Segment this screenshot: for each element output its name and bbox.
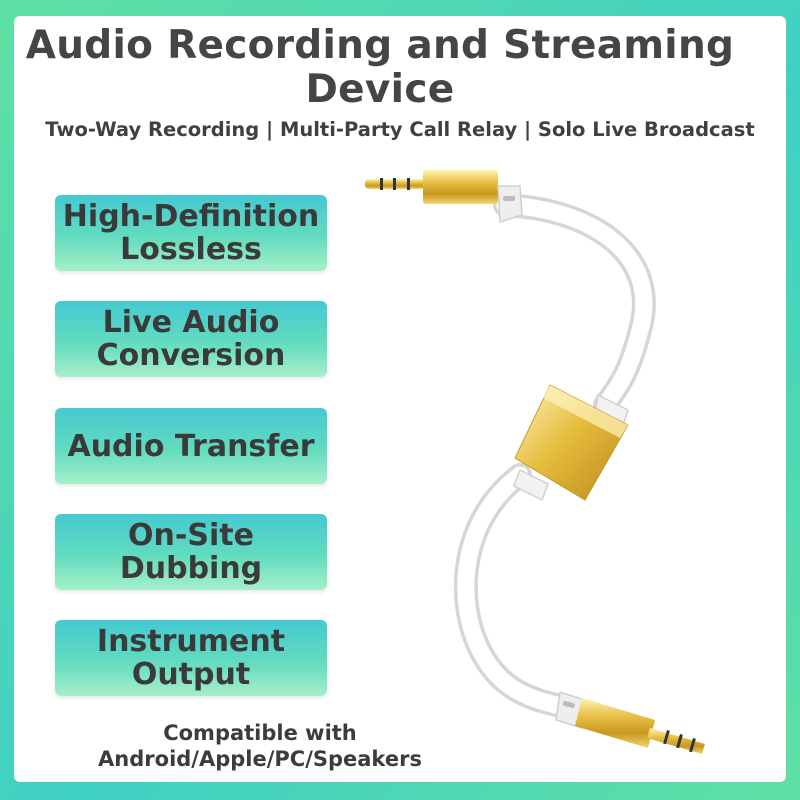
compat-line-2: Android/Apple/PC/Speakers [98, 747, 422, 771]
top-audio-jack [365, 170, 523, 224]
feature-label: Live Audio Conversion [96, 305, 286, 373]
feature-label: High-Definition Lossless [62, 199, 320, 267]
subtitle: Two-Way Recording | Multi-Party Call Rel… [45, 118, 755, 141]
bottom-audio-jack [555, 691, 705, 754]
feature-badge-dubbing: On-Site Dubbing [55, 514, 327, 590]
feature-badge-instrument: Instrument Output [55, 620, 327, 696]
feature-label: Audio Transfer [67, 428, 315, 464]
feature-label: On-Site Dubbing [119, 518, 263, 586]
title-line-1: Audio Recording and Streaming [25, 23, 735, 68]
title-line-2: Device [305, 67, 455, 112]
feature-badge-transfer: Audio Transfer [55, 408, 327, 484]
feature-badge-hd: High-Definition Lossless [55, 195, 327, 271]
compat-line-1: Compatible with [163, 721, 357, 745]
adapter-box [513, 384, 629, 502]
feature-label: Instrument Output [96, 624, 286, 692]
page-title: Audio Recording and Streaming Device [0, 24, 760, 112]
feature-badge-live: Live Audio Conversion [55, 301, 327, 377]
compatibility-note: Compatible with Android/Apple/PC/Speaker… [60, 720, 460, 772]
